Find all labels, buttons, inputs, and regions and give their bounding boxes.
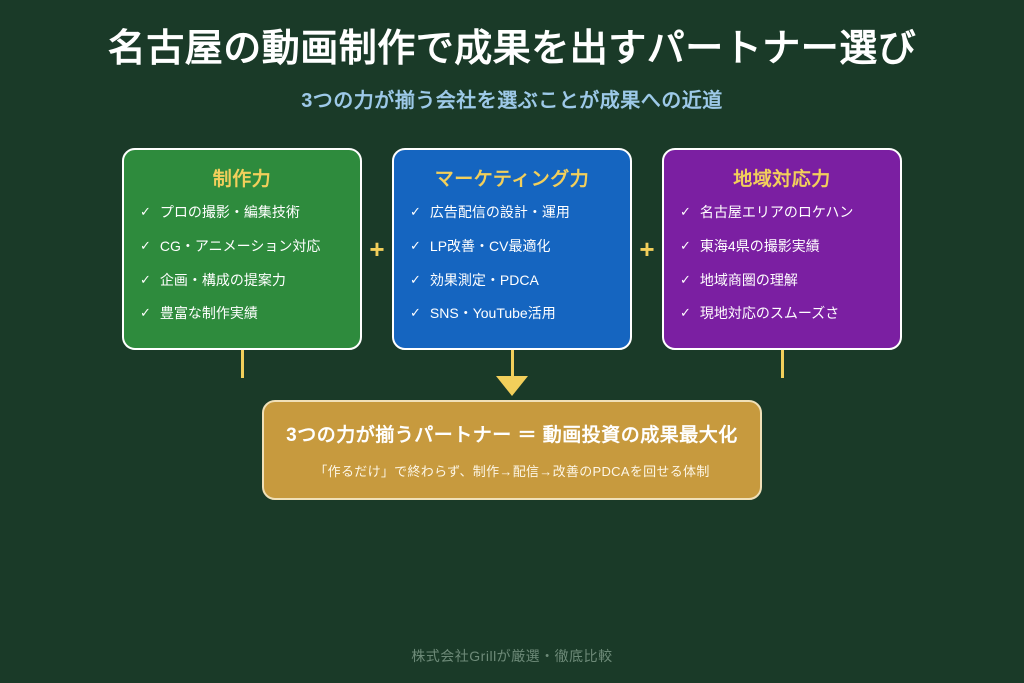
check-icon: ✓: [410, 204, 421, 219]
list-item: ✓ 名古屋エリアのロケハン: [680, 204, 884, 221]
check-icon: ✓: [410, 271, 421, 287]
list-item: ✓ 広告配信の設計・運用: [410, 204, 614, 221]
check-icon: ✓: [140, 305, 151, 321]
list-item: ✓ 企画・構成の提案力: [140, 272, 344, 289]
header: 名古屋の動画制作で成果を出すパートナー選び 3つの力が揃う会社を選ぶことが成果へ…: [0, 0, 1024, 113]
summary-box: 3つの力が揃うパートナー ＝ 動画投資の成果最大化 「作るだけ」で終わらず、制作…: [262, 400, 762, 500]
page-subtitle: 3つの力が揃う会社を選ぶことが成果への近道: [301, 89, 723, 112]
list-item: ✓ SNS・YouTube活用: [410, 305, 614, 322]
footer-text: 株式会社Grillが厳選・徹底比較: [411, 648, 613, 664]
check-icon: ✓: [410, 305, 421, 321]
list-item: ✓ プロの撮影・編集技術: [140, 204, 344, 221]
pillar-row: 制作力 ✓ プロの撮影・編集技術 ✓ CG・アニメーション対応 ✓ 企画・構成の…: [0, 148, 1024, 350]
connector-line-center: [511, 350, 514, 378]
connector-group: [0, 350, 1024, 400]
pillar-feature-list: ✓ プロの撮影・編集技術 ✓ CG・アニメーション対応 ✓ 企画・構成の提案力 …: [140, 204, 344, 322]
pillar-card-marketing: マーケティング力 ✓ 広告配信の設計・運用 ✓ LP改善・CV最適化 ✓ 効果測…: [392, 148, 632, 350]
list-item: ✓ 地域商圏の理解: [680, 272, 884, 289]
list-item: ✓ CG・アニメーション対応: [140, 238, 344, 255]
check-icon: ✓: [680, 237, 691, 253]
list-item-label: LP改善・CV最適化: [429, 237, 551, 254]
pillar-title: 地域対応力: [733, 169, 831, 190]
summary-detail: 「作るだけ」で終わらず、制作→配信→改善のPDCAを回せる体制: [314, 464, 710, 479]
list-item-label: SNS・YouTube活用: [429, 305, 556, 322]
plus-separator-1: +: [369, 233, 385, 264]
pillar-title: マーケティング力: [434, 169, 590, 190]
list-item: ✓ 現地対応のスムーズさ: [680, 305, 884, 322]
list-item-label: 広告配信の設計・運用: [429, 204, 570, 220]
pillar-feature-list: ✓ 広告配信の設計・運用 ✓ LP改善・CV最適化 ✓ 効果測定・PDCA ✓ …: [410, 204, 614, 322]
list-item: ✓ 効果測定・PDCA: [410, 272, 614, 289]
list-item: ✓ 東海4県の撮影実績: [680, 238, 884, 255]
pillar-card-production: 制作力 ✓ プロの撮影・編集技術 ✓ CG・アニメーション対応 ✓ 企画・構成の…: [122, 148, 362, 350]
connector-line-right: [781, 350, 784, 378]
check-icon: ✓: [140, 237, 151, 253]
pillar-card-local: 地域対応力 ✓ 名古屋エリアのロケハン ✓ 東海4県の撮影実績 ✓ 地域商圏の理…: [662, 148, 902, 350]
check-icon: ✓: [680, 271, 691, 287]
list-item: ✓ LP改善・CV最適化: [410, 238, 614, 255]
list-item-label: プロの撮影・編集技術: [159, 204, 300, 220]
pillar-feature-list: ✓ 名古屋エリアのロケハン ✓ 東海4県の撮影実績 ✓ 地域商圏の理解 ✓ 現地…: [680, 204, 884, 322]
connector-line-left: [241, 350, 244, 378]
list-item-label: 企画・構成の提案力: [159, 271, 286, 288]
check-icon: ✓: [680, 204, 691, 219]
check-icon: ✓: [140, 271, 151, 287]
list-item: ✓ 豊富な制作実績: [140, 305, 344, 322]
list-item-label: 豊富な制作実績: [159, 305, 258, 322]
plus-separator-2: +: [639, 233, 655, 264]
check-icon: ✓: [140, 204, 151, 219]
list-item-label: 地域商圏の理解: [699, 271, 798, 288]
summary-headline: 3つの力が揃うパートナー ＝ 動画投資の成果最大化: [286, 425, 738, 446]
list-item-label: 効果測定・PDCA: [429, 271, 539, 288]
page-title: 名古屋の動画制作で成果を出すパートナー選び: [107, 28, 917, 70]
list-item-label: 名古屋エリアのロケハン: [699, 204, 854, 220]
check-icon: ✓: [410, 237, 421, 253]
arrow-down-icon: [496, 376, 528, 396]
list-item-label: CG・アニメーション対応: [159, 237, 321, 254]
list-item-label: 現地対応のスムーズさ: [699, 305, 840, 322]
list-item-label: 東海4県の撮影実績: [699, 237, 820, 254]
pillar-title: 制作力: [212, 169, 272, 190]
check-icon: ✓: [680, 305, 691, 321]
